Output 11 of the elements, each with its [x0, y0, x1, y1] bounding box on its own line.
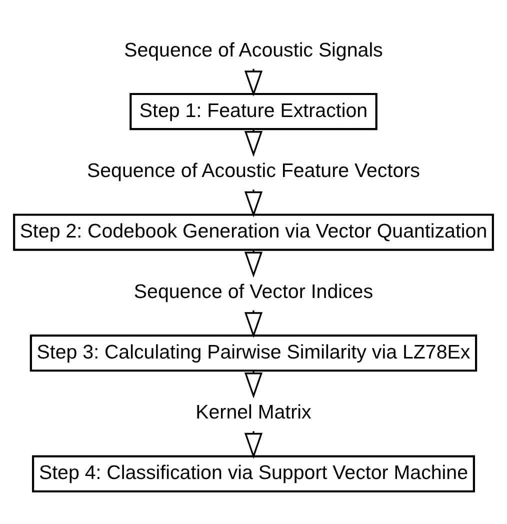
node-box: Step 3: Calculating Pairwise Similarity via LZ78Ex — [30, 334, 478, 372]
arrow — [244, 189, 263, 217]
node-text: Kernel Matrix — [196, 401, 312, 424]
node-text: Sequence of Vector Indices — [134, 280, 374, 302]
node-box: Step 4: Classification via Support Vector Machine — [32, 454, 476, 492]
node-box: Step 2: Codebook Generation via Vector Quantization — [13, 213, 494, 250]
arrow — [244, 250, 263, 278]
node-box: Step 1: Feature Extraction — [130, 92, 378, 130]
node-text: Sequence of Acoustic Feature Vectors — [87, 160, 420, 182]
arrow — [244, 430, 263, 458]
node-text: Sequence of Acoustic Signals — [124, 38, 383, 61]
